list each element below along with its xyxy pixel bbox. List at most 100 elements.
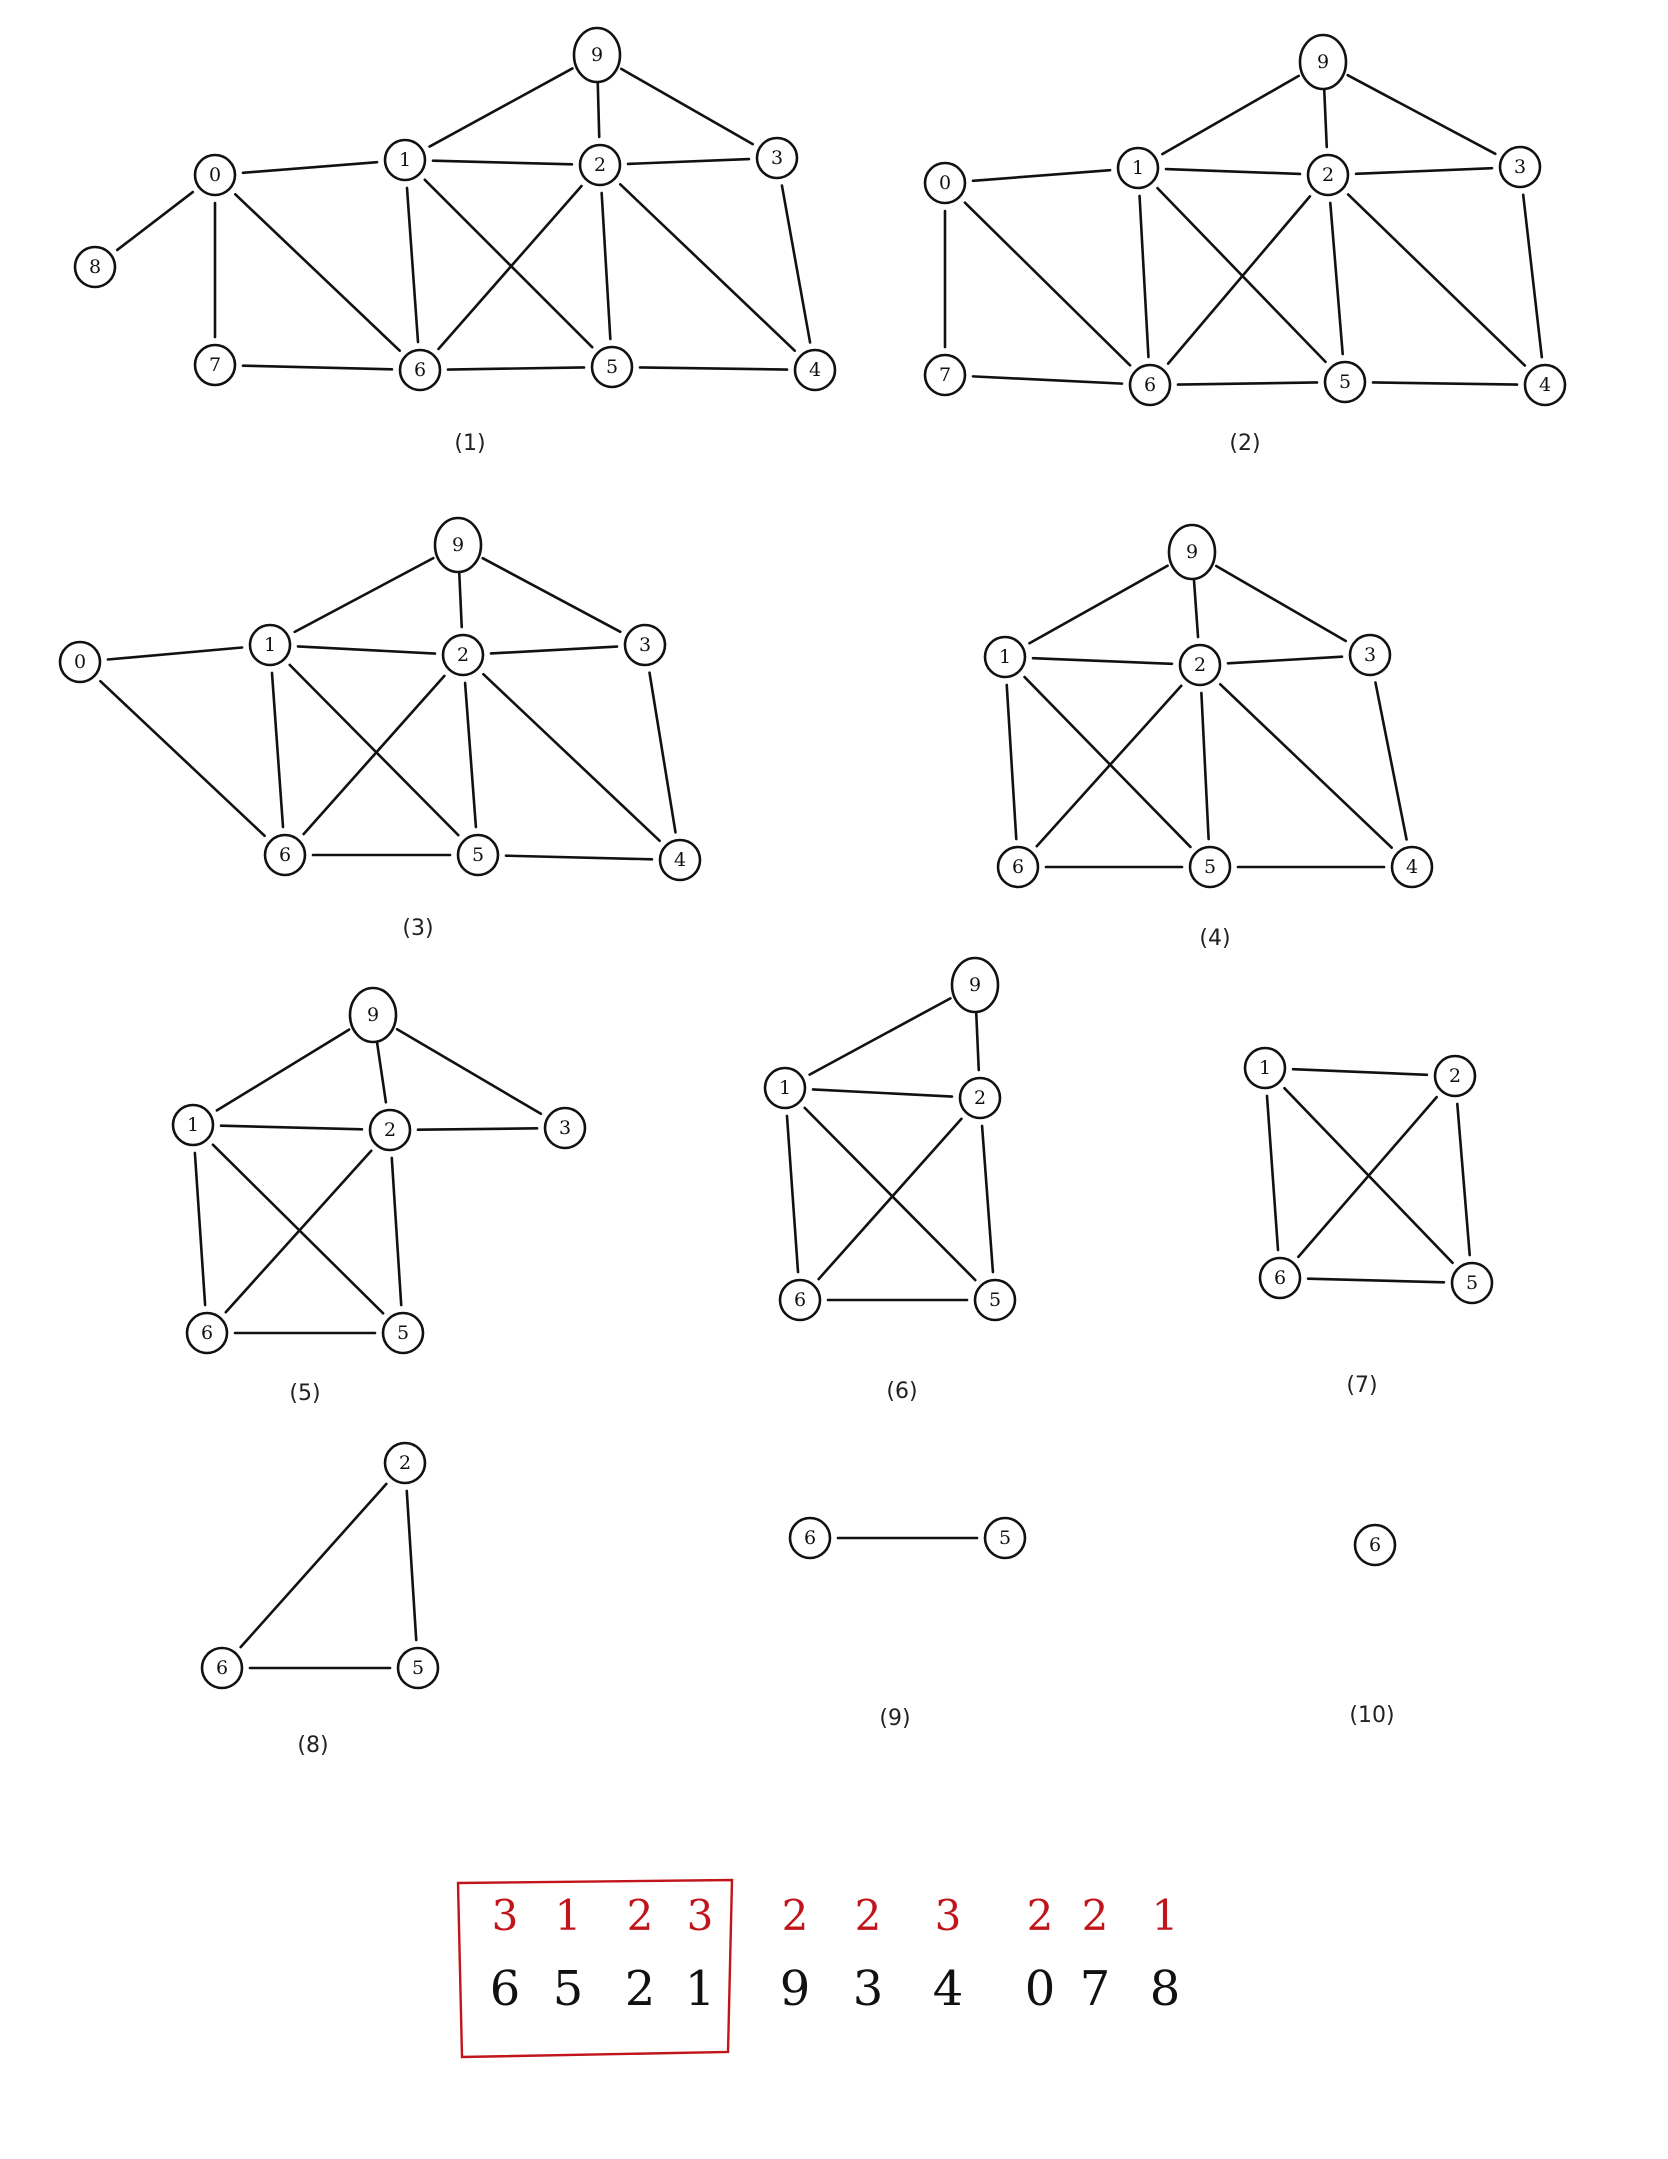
graph-node: 4 [793, 348, 837, 392]
node-circle [1450, 1261, 1494, 1305]
node-circle [73, 245, 117, 289]
node-circle [996, 845, 1040, 889]
node-circle [1167, 523, 1217, 581]
edge-1-9 [428, 67, 574, 148]
graph-node: 0 [193, 153, 237, 197]
core-number: 2 [855, 1891, 882, 1940]
edge-2-5 [1200, 691, 1210, 841]
edge-6-5 [1306, 1277, 1446, 1284]
removed-vertex: 9 [780, 1961, 811, 2017]
edge-2-6 [1297, 1095, 1438, 1259]
edge-2-4 [1346, 193, 1527, 367]
node-circle [1178, 643, 1222, 687]
edge-3-4 [1521, 193, 1544, 359]
graph-node: 0 [923, 161, 967, 205]
removed-vertex: 3 [853, 1961, 884, 2017]
graph-node: 2 [1306, 153, 1350, 197]
node-circle [543, 1106, 587, 1150]
graph-panel-8: 256(8) [200, 1441, 440, 1758]
node-label: 1 [1259, 1057, 1271, 1079]
graph-node: 6 [778, 1278, 822, 1322]
node-circle [171, 1103, 215, 1147]
node-circle [1348, 633, 1392, 677]
graph-node: 2 [1433, 1054, 1477, 1098]
edge-2-4 [618, 183, 797, 352]
node-circle [381, 1311, 425, 1355]
edge-1-9 [293, 556, 435, 634]
node-label: 3 [1364, 644, 1376, 666]
edge-3-9 [395, 1027, 543, 1116]
core-number: 1 [555, 1891, 582, 1940]
panel-caption: (3) [402, 916, 433, 941]
graph-node: 6 [788, 1516, 832, 1560]
node-circle [793, 348, 837, 392]
edge-1-5 [288, 663, 460, 837]
edge-5-4 [504, 854, 654, 861]
node-label: 9 [1317, 51, 1329, 73]
node-label: 5 [606, 356, 618, 378]
graph-node: 6 [1128, 363, 1172, 407]
node-label: 1 [1132, 157, 1144, 179]
node-label: 6 [1369, 1534, 1381, 1556]
edge-2-9 [596, 81, 601, 139]
node-label: 2 [1449, 1065, 1461, 1087]
graph-node: 9 [348, 986, 398, 1044]
core-number: 2 [1082, 1891, 1109, 1940]
graph-node: 6 [1258, 1256, 1302, 1300]
node-label: 6 [1274, 1267, 1286, 1289]
panel-caption: (5) [289, 1381, 320, 1406]
graph-node: 2 [368, 1108, 412, 1152]
removed-vertex: 7 [1080, 1961, 1111, 2017]
edge-1-2 [1291, 1067, 1429, 1077]
node-label: 3 [1514, 156, 1526, 178]
edge-2-3 [1226, 655, 1344, 665]
edge-2-6 [817, 1117, 963, 1281]
node-circle [58, 640, 102, 684]
node-circle [958, 1076, 1002, 1120]
edge-2-3 [416, 1127, 539, 1131]
node-label: 6 [201, 1322, 213, 1344]
edge-1-9 [215, 1028, 351, 1112]
node-label: 1 [399, 149, 411, 171]
node-label: 6 [804, 1527, 816, 1549]
node-label: 5 [999, 1527, 1011, 1549]
node-circle [185, 1311, 229, 1355]
core-number: 2 [627, 1891, 654, 1940]
node-label: 5 [1466, 1272, 1478, 1294]
edge-3-9 [1214, 564, 1348, 643]
node-circle [983, 1516, 1027, 1560]
graph-node: 4 [1523, 363, 1567, 407]
graph-node: 5 [973, 1278, 1017, 1322]
edge-1-2 [811, 1088, 954, 1098]
edge-3-9 [620, 67, 754, 146]
node-circle [923, 353, 967, 397]
graph-node: 2 [441, 633, 485, 677]
edge-1-6 [193, 1151, 207, 1307]
node-circle [396, 1646, 440, 1690]
graph-node: 2 [1178, 643, 1222, 687]
graph-node: 7 [923, 353, 967, 397]
core-number: 2 [782, 1891, 809, 1940]
edge-3-9 [1346, 73, 1497, 156]
edge-1-2 [219, 1124, 364, 1131]
edge-2-9 [375, 1041, 388, 1104]
node-label: 6 [794, 1289, 806, 1311]
node-circle [623, 623, 667, 667]
edge-2-6 [1035, 684, 1183, 848]
edge-3-4 [648, 671, 677, 834]
node-label: 6 [1012, 856, 1024, 878]
removed-vertex: 6 [490, 1961, 521, 2017]
node-label: 9 [452, 534, 464, 556]
node-label: 6 [216, 1657, 228, 1679]
node-circle [456, 833, 500, 877]
edge-2-3 [1354, 166, 1494, 176]
edge-6-5 [446, 366, 586, 371]
graph-node: 7 [193, 343, 237, 387]
node-label: 4 [1406, 856, 1418, 878]
edge-0-1 [106, 646, 244, 661]
node-circle [778, 1278, 822, 1322]
